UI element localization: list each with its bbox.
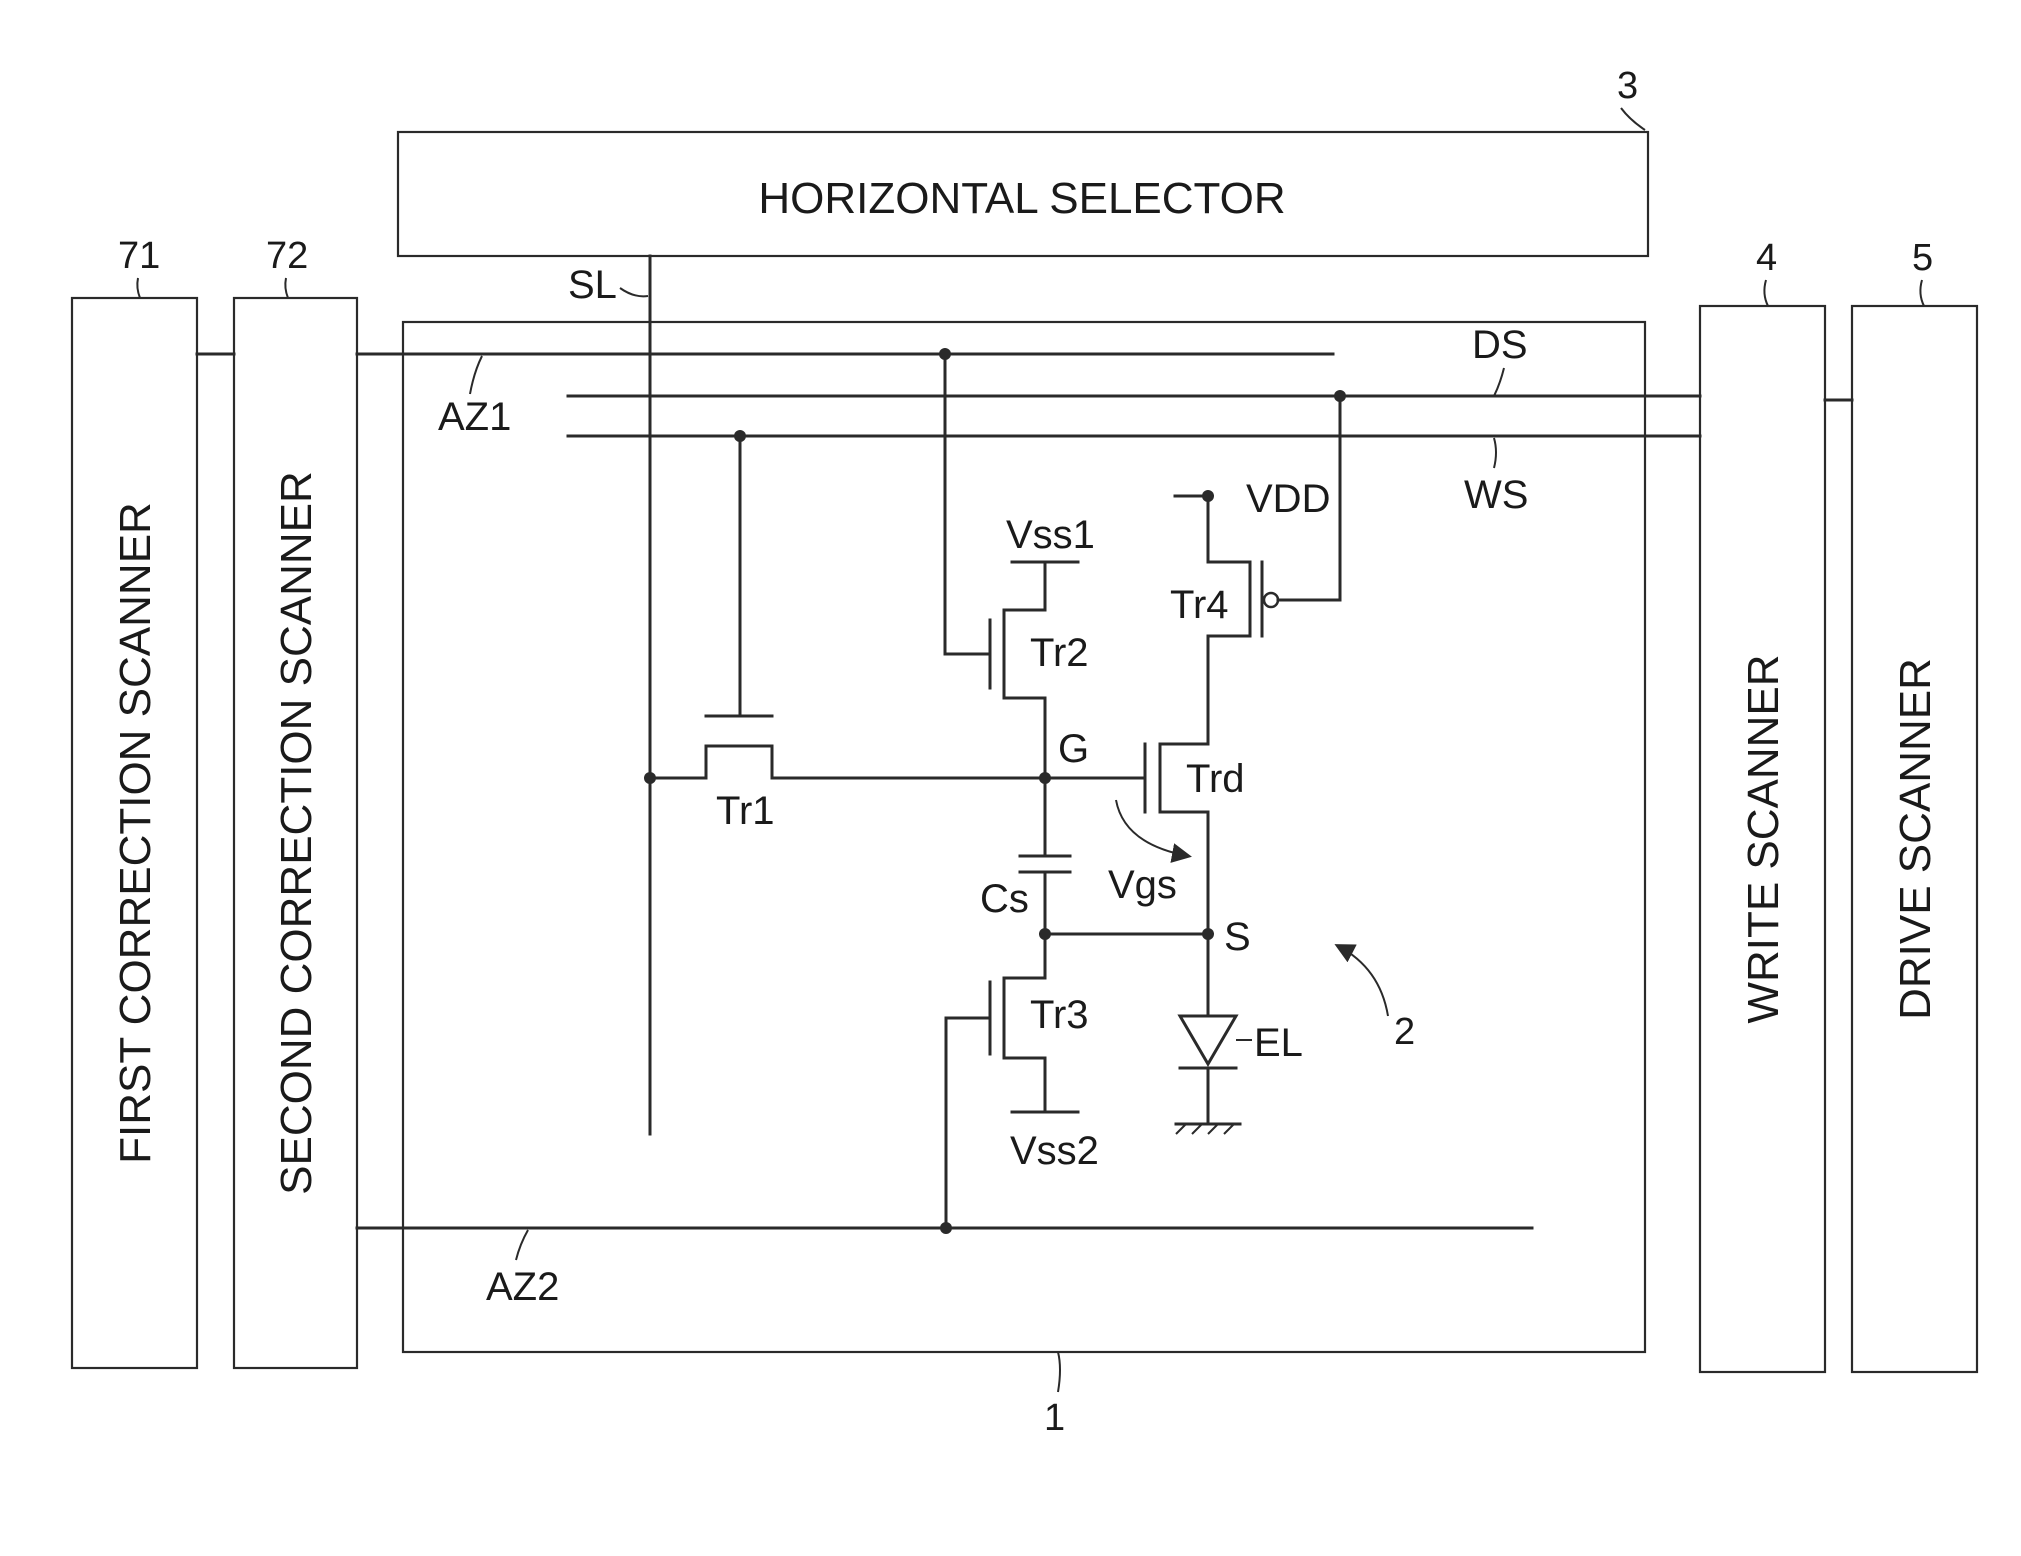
trd-label: Trd [1186,757,1245,801]
reference-5: 5 [1912,237,1933,279]
tr2-transistor: Vss1 Tr2 [939,348,1095,778]
first-correction-scanner-block: FIRST CORRECTION SCANNER [72,298,197,1368]
horizontal-selector-block: HORIZONTAL SELECTOR [398,132,1648,256]
tr3-label: Tr3 [1030,993,1089,1037]
second-correction-scanner-label: SECOND CORRECTION SCANNER [272,471,321,1195]
ws-line-label: WS [1464,473,1528,517]
drive-scanner-block: DRIVE SCANNER [1852,306,1977,1372]
write-scanner-label: WRITE SCANNER [1739,654,1788,1023]
horizontal-selector-label: HORIZONTAL SELECTOR [758,174,1285,223]
drive-scanner-label: DRIVE SCANNER [1891,658,1940,1020]
tr1-transistor: Tr1 [644,430,1045,833]
gate-node-label: G [1058,727,1089,771]
cs-label: Cs [980,877,1029,921]
ds-line-label: DS [1472,323,1528,367]
pixel-array-boundary [403,322,1645,1352]
tr2-label: Tr2 [1030,631,1089,675]
vss1-label: Vss1 [1006,513,1095,557]
second-correction-scanner-block: SECOND CORRECTION SCANNER [234,298,357,1368]
write-scanner-block: WRITE SCANNER [1700,306,1825,1372]
az1-line-label: AZ1 [438,395,511,439]
reference-71: 71 [118,235,160,277]
reference-4: 4 [1756,237,1777,279]
az2-line-label: AZ2 [486,1265,559,1309]
vgs-label: Vgs [1108,863,1177,907]
reference-2: 2 [1394,1011,1415,1053]
el-label: EL [1254,1021,1303,1065]
storage-capacitor: Cs [980,778,1070,934]
reference-3: 3 [1617,65,1638,107]
source-node-label: S [1224,915,1251,959]
first-correction-scanner-label: FIRST CORRECTION SCANNER [111,502,160,1164]
vss2-label: Vss2 [1010,1129,1099,1173]
reference-1: 1 [1044,1397,1065,1439]
signal-line-label: SL [568,263,617,307]
vdd-label: VDD [1246,477,1330,521]
tr1-label: Tr1 [716,789,775,833]
tr4-label: Tr4 [1170,583,1229,627]
tr3-transistor: Vss2 Tr3 [940,934,1099,1234]
vgs-arrow [1116,800,1188,856]
reference-72: 72 [266,235,308,277]
el-diode: EL [1176,934,1303,1134]
